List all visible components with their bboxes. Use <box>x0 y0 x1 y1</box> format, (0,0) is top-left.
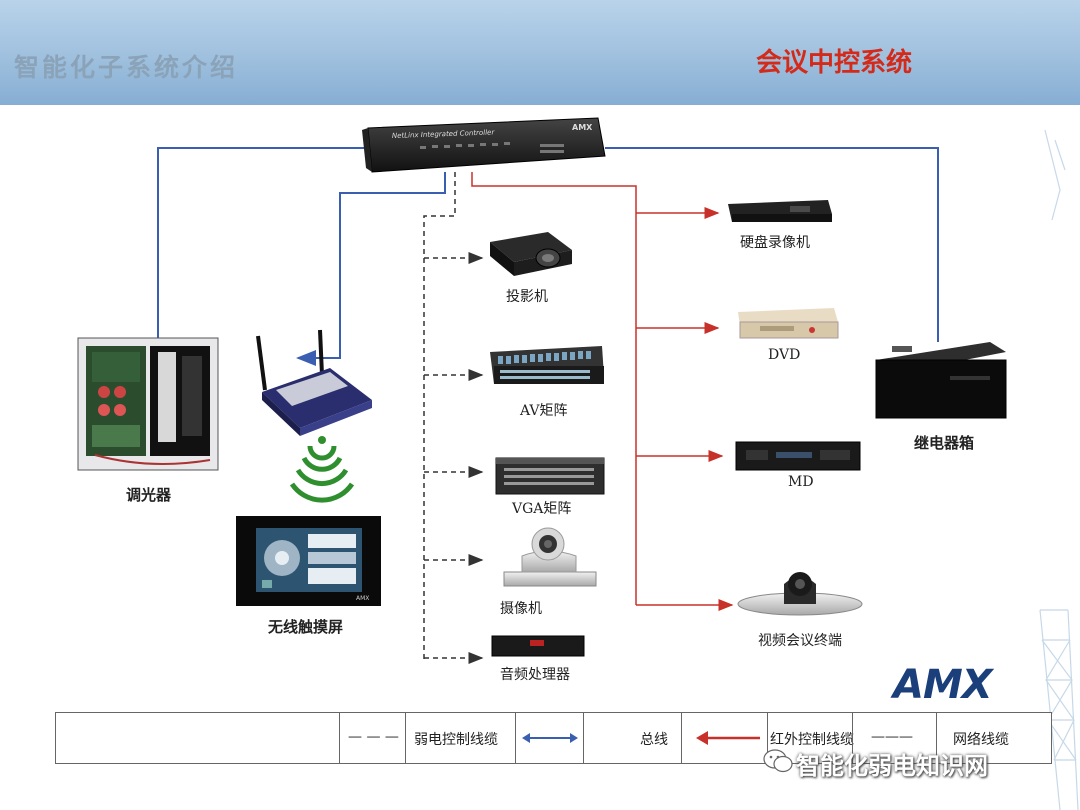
legend-bus-cell: 总线 <box>583 713 682 763</box>
vga-matrix-image <box>495 457 605 495</box>
central-controller: NetLinx Integrated Controller AMX <box>362 117 606 173</box>
hdd-recorder-image <box>728 200 832 222</box>
dvd-label: DVD <box>768 347 801 363</box>
video-conference-label: 视频会议终端 <box>758 633 842 649</box>
hdd-recorder-label: 硬盘录像机 <box>740 235 810 251</box>
header-bar: 智能化子系统介绍 会议中控系统 <box>0 0 1080 105</box>
legend-infrared: 红外控制线缆 <box>770 732 854 748</box>
projector-label: 投影机 <box>506 289 548 305</box>
control-lines <box>423 172 484 664</box>
audio-processor-label: 音频处理器 <box>500 667 570 683</box>
tower-decoration <box>1039 129 1079 810</box>
projector-image <box>490 232 572 276</box>
legend-bus: 总线 <box>640 732 668 748</box>
red-arrow-icon <box>696 731 760 745</box>
control-trunk <box>423 172 456 660</box>
legend: — — — 弱电控制线缆 总线 红外控制线缆 ——— 网络线缆 <box>55 712 1052 764</box>
network-line-router <box>296 172 446 366</box>
legend-bus-symbol-cell <box>515 713 584 763</box>
legend-ir-cell: 红外控制线缆 <box>767 713 854 763</box>
network-line-relay <box>605 147 939 342</box>
av-matrix-image <box>490 346 604 384</box>
camera-label: 摄像机 <box>500 601 542 617</box>
page-title: 智能化子系统介绍 <box>14 53 239 82</box>
router-image <box>256 329 372 503</box>
system-title: 会议中控系统 <box>756 48 913 78</box>
legend-network: 网络线缆 <box>953 732 1009 748</box>
av-matrix-label: AV矩阵 <box>520 403 568 419</box>
dimmer-image <box>77 337 219 471</box>
controller-brand-logo: AMX <box>572 123 593 132</box>
video-conference-image <box>737 572 863 616</box>
dvd-image <box>738 308 839 339</box>
md-label: MD <box>788 474 814 490</box>
relay-box-label: 继电器箱 <box>914 434 975 452</box>
bidirectional-arrow-icon <box>522 733 578 743</box>
legend-weak-current: 弱电控制线缆 <box>414 732 498 748</box>
controller-brand-text: NetLinx Integrated Controller <box>392 128 496 140</box>
wifi-signal-icon <box>289 436 355 503</box>
wireless-touch-label: 无线触摸屏 <box>268 618 344 636</box>
touch-panel-image: AMX <box>236 516 381 606</box>
relay-box-image <box>875 342 1007 419</box>
ir-trunk <box>471 172 637 605</box>
wechat-icon <box>763 749 793 773</box>
watermark-text: 智能化弱电知识网 <box>796 752 988 780</box>
md-image <box>735 441 861 471</box>
touch-panel-logo: AMX <box>356 595 369 602</box>
network-lines <box>157 147 939 366</box>
camera-image <box>503 527 597 587</box>
legend-weak-current-cell: 弱电控制线缆 <box>405 713 516 763</box>
legend-ir-symbol-cell <box>681 713 768 763</box>
legend-dash-symbol: — — — <box>348 729 399 745</box>
vga-matrix-label: VGA矩阵 <box>512 501 572 517</box>
legend-network-symbol: ——— <box>871 729 913 745</box>
legend-network-cell: 网络线缆 <box>936 713 1051 763</box>
network-line-dimmer <box>157 147 370 338</box>
dimmer-label: 调光器 <box>126 486 172 504</box>
audio-processor-image <box>491 635 585 657</box>
legend-dash-cell: — — — <box>339 713 406 763</box>
legend-network-symbol-cell: ——— <box>852 713 937 763</box>
amx-logo: AMX <box>893 662 993 708</box>
ir-lines <box>471 172 734 611</box>
